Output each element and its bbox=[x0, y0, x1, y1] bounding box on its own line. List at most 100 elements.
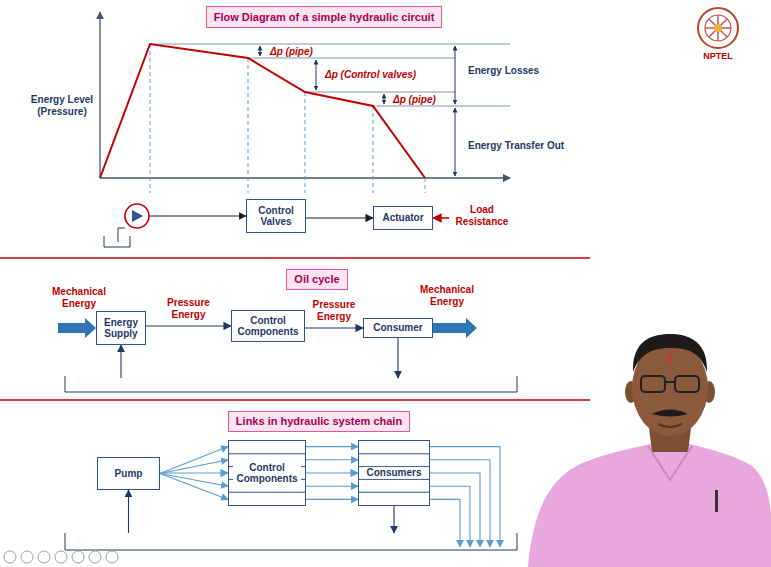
dimension-arrow bbox=[455, 108, 456, 176]
logo-spoke bbox=[709, 19, 727, 37]
section-heading: Oil cycle bbox=[286, 269, 347, 290]
reference-line bbox=[248, 58, 455, 59]
dashed-guide bbox=[373, 106, 374, 193]
component-box: Control Valves bbox=[246, 199, 306, 233]
diagram-label: Energy Transfer Out bbox=[468, 140, 564, 152]
dashed-guide bbox=[305, 92, 306, 193]
box-text: Links in hydraulic system chain bbox=[236, 415, 402, 428]
energy-curve bbox=[100, 44, 425, 178]
diagram-label: Δp (pipe) bbox=[270, 46, 313, 58]
pump-triangle bbox=[132, 210, 143, 222]
reference-line bbox=[305, 92, 455, 93]
component-box: Control Components bbox=[231, 310, 305, 342]
section-heading: Flow Diagram of a simple hydraulic circu… bbox=[206, 6, 443, 28]
section-separator bbox=[0, 399, 590, 401]
logo-center bbox=[714, 24, 722, 32]
shirt bbox=[528, 444, 771, 567]
component-box: Consumers bbox=[358, 440, 430, 506]
hydraulic-line bbox=[397, 338, 398, 378]
diagram-label: Mechanical Energy bbox=[414, 284, 480, 307]
section-heading: Links in hydraulic system chain bbox=[228, 411, 410, 432]
box-text: Pump bbox=[115, 468, 143, 480]
component-box: Consumer bbox=[363, 318, 433, 338]
hydraulic-line bbox=[306, 446, 358, 447]
component-box: Energy Supply bbox=[96, 311, 146, 345]
flow-connector bbox=[146, 325, 231, 326]
flow-connector bbox=[305, 327, 363, 328]
box-text: Consumers bbox=[364, 467, 423, 479]
box-text: Control Components bbox=[236, 315, 300, 338]
hair bbox=[633, 334, 707, 372]
box-text: Consumer bbox=[373, 322, 422, 334]
control-icon bbox=[21, 551, 33, 563]
glasses bbox=[675, 376, 699, 392]
dashed-guide bbox=[425, 178, 426, 193]
hydraulic-line bbox=[149, 215, 246, 216]
mustache bbox=[652, 410, 688, 417]
hydraulic-line bbox=[160, 474, 228, 487]
hydraulic-line bbox=[430, 486, 470, 547]
hydraulic-line bbox=[120, 345, 121, 378]
flow-connector bbox=[306, 217, 373, 218]
tank-bracket bbox=[104, 236, 130, 247]
connectors bbox=[146, 218, 373, 473]
hydraulic-line bbox=[306, 499, 358, 500]
hydraulic-line bbox=[306, 486, 358, 487]
component-box: Control Components bbox=[228, 440, 306, 506]
hydraulic-line bbox=[430, 447, 500, 547]
reference-line bbox=[373, 106, 510, 107]
box-text: Flow Diagram of a simple hydraulic circu… bbox=[214, 11, 435, 24]
player-controls bbox=[4, 551, 118, 563]
box-text: Energy Supply bbox=[101, 317, 141, 340]
dimension-arrow bbox=[384, 94, 385, 104]
dashed-guides bbox=[150, 44, 425, 193]
diagram-label: Load Resistance bbox=[452, 204, 512, 227]
hydraulic-line bbox=[306, 459, 358, 460]
layout-lines bbox=[58, 216, 500, 547]
dashed-guide bbox=[150, 44, 151, 193]
pump-circle bbox=[125, 204, 149, 228]
control-icon bbox=[89, 551, 101, 563]
component-box: Actuator bbox=[373, 206, 433, 230]
diagram-label: Δp (Control valves) bbox=[325, 69, 416, 81]
hydraulic-line bbox=[160, 474, 228, 500]
hydraulic-line bbox=[433, 217, 449, 219]
row-divider bbox=[359, 479, 429, 480]
box-text: Control Valves bbox=[251, 205, 301, 228]
glasses bbox=[641, 376, 665, 392]
hydraulic-line bbox=[430, 460, 490, 547]
flow-connector bbox=[160, 472, 228, 473]
hydraulic-line bbox=[160, 460, 228, 474]
pump-symbol bbox=[104, 204, 149, 247]
control-icon bbox=[4, 551, 16, 563]
energy-arrow bbox=[433, 318, 477, 338]
hydraulic-line bbox=[393, 506, 394, 533]
logo-spoke bbox=[709, 19, 727, 37]
diagram-label: Δp (pipe) bbox=[393, 94, 436, 106]
hydraulic-line bbox=[160, 447, 228, 474]
mouth bbox=[658, 424, 682, 427]
y-axis bbox=[99, 12, 100, 178]
control-icon bbox=[72, 551, 84, 563]
diagram-label: Energy Losses bbox=[468, 65, 539, 77]
dimension-arrows bbox=[260, 46, 455, 176]
box-text: Actuator bbox=[382, 212, 423, 224]
logo-spokes bbox=[705, 15, 731, 41]
nptel-logo bbox=[698, 8, 738, 48]
pen bbox=[715, 490, 718, 512]
diagram-label: Mechanical Energy bbox=[46, 286, 112, 309]
glasses-bridge bbox=[665, 381, 675, 383]
reference-line bbox=[150, 44, 510, 45]
row-divider bbox=[229, 492, 305, 493]
return-bracket bbox=[65, 376, 517, 392]
connector-label: Pressure Energy bbox=[161, 297, 217, 320]
row-divider bbox=[229, 453, 305, 454]
diagram-label: Energy Level (Pressure) bbox=[24, 94, 100, 117]
box-text: Oil cycle bbox=[294, 273, 339, 286]
dashed-guide bbox=[248, 58, 249, 193]
collar bbox=[648, 446, 692, 480]
dimension-arrow bbox=[316, 60, 317, 90]
logo-ring bbox=[698, 8, 738, 48]
diagram-label: NPTEL bbox=[690, 51, 746, 61]
